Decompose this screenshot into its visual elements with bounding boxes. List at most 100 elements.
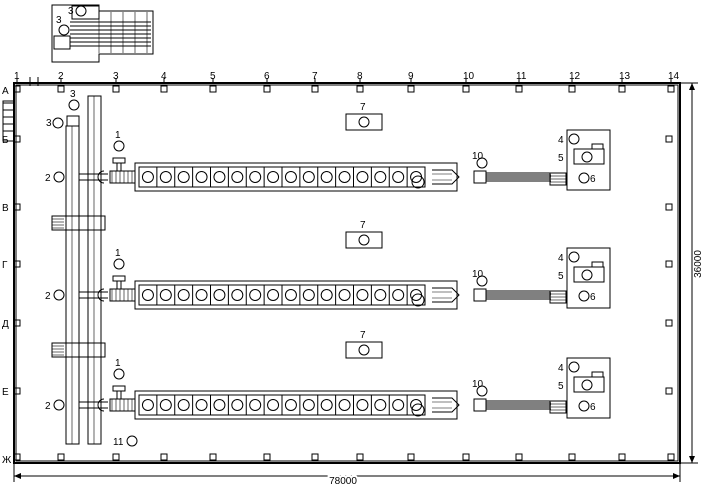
row-label-Е: Е <box>2 387 9 398</box>
line-conveyor <box>134 390 458 420</box>
trunk-hopper <box>66 115 80 127</box>
conveyor-end-chute <box>432 169 460 185</box>
end-unit <box>566 247 611 309</box>
trunk-belt-left <box>65 125 80 445</box>
column-top-1 <box>13 85 21 93</box>
column-top-3 <box>112 85 120 93</box>
column-label-8: 8 <box>357 71 363 82</box>
column-label-9: 9 <box>408 71 414 82</box>
trunk-circle-3-top <box>68 99 80 111</box>
length-arrow-right <box>673 473 680 479</box>
conveyor-cell-circle <box>338 399 351 411</box>
end-unit-cap <box>591 261 604 268</box>
station-label-2: 2 <box>45 401 51 412</box>
row-left-Г <box>13 260 21 268</box>
column-top-2 <box>57 85 65 93</box>
conveyor-end-circle <box>411 293 425 307</box>
station-label-5: 5 <box>558 271 564 282</box>
conveyor-end-chute <box>432 397 460 413</box>
station-label-10: 10 <box>472 151 484 162</box>
column-bottom-10 <box>462 453 470 461</box>
row-right-Е <box>665 387 673 395</box>
conveyor-cell-circle <box>141 171 154 183</box>
conveyor-cell-circle <box>284 289 297 301</box>
column-label-1: 1 <box>14 71 20 82</box>
outer-wall <box>13 82 681 464</box>
station-circle-5 <box>581 151 593 163</box>
row-left-Д <box>13 319 21 327</box>
station-10-box <box>473 398 487 412</box>
column-top-9 <box>407 85 415 93</box>
end-unit-cap <box>591 371 604 378</box>
column-top-6 <box>263 85 271 93</box>
station-10-box <box>473 288 487 302</box>
inset-circle-mid <box>58 24 70 36</box>
column-bottom-4 <box>160 453 168 461</box>
conveyor-cell-circle <box>177 171 190 183</box>
inset-label-3-top: 3 <box>68 6 74 17</box>
station-label-7: 7 <box>360 330 366 341</box>
column-bottom-5 <box>209 453 217 461</box>
trunk-circle-3-left <box>52 117 64 129</box>
column-top-13 <box>618 85 626 93</box>
station-label-10: 10 <box>472 379 484 390</box>
inner-wall <box>15 84 679 462</box>
station-circle-4 <box>568 133 580 145</box>
conveyor-cell-circle <box>267 171 280 183</box>
conveyor-cell-circle <box>213 289 226 301</box>
row-left-Е <box>13 387 21 395</box>
feeder-drive <box>97 288 105 302</box>
column-top-5 <box>209 85 217 93</box>
station-circle-2 <box>53 289 65 301</box>
row-label-Д: Д <box>2 319 9 330</box>
conveyor-cell-circle <box>231 171 244 183</box>
station-circle-6 <box>578 172 590 184</box>
row-label-Г: Г <box>2 260 8 271</box>
column-label-14: 14 <box>668 71 680 82</box>
station-1-stem <box>116 280 122 290</box>
station-label-2: 2 <box>45 291 51 302</box>
conveyor-cell-circle <box>338 289 351 301</box>
row-right-Г <box>665 260 673 268</box>
conveyor-cell-circle <box>213 171 226 183</box>
row-left-Б <box>13 135 21 143</box>
conveyor-cell-circle <box>213 399 226 411</box>
line-conveyor <box>134 162 458 192</box>
station-1-stem <box>116 390 122 400</box>
width-arrow-bottom <box>689 456 695 463</box>
station-label-6: 6 <box>590 292 596 303</box>
station-label-5: 5 <box>558 153 564 164</box>
conveyor-cell-circle <box>249 171 262 183</box>
conveyor-end-circle <box>411 403 425 417</box>
conveyor-cell-circle <box>356 171 369 183</box>
station-1-cap <box>112 275 126 282</box>
end-unit-machine <box>573 148 605 165</box>
conveyor-cell-circle <box>177 399 190 411</box>
column-top-11 <box>515 85 523 93</box>
feeder-drive <box>97 170 105 184</box>
feeder-drive <box>97 398 105 412</box>
entrance-block <box>2 100 15 142</box>
conveyor-cell-circle <box>141 289 154 301</box>
column-top-12 <box>568 85 576 93</box>
column-label-7: 7 <box>312 71 318 82</box>
station-label-4: 4 <box>558 363 564 374</box>
conveyor-cell-circle <box>159 289 172 301</box>
conveyor-cell-circle <box>195 399 208 411</box>
conveyor-cell-circle <box>249 289 262 301</box>
conveyor-end-chute <box>432 287 460 303</box>
end-unit-cap <box>591 143 604 150</box>
conveyor-cell-circle <box>177 289 190 301</box>
dimension-width-label: 36000 <box>693 250 703 278</box>
conveyor-cell-circle <box>374 399 387 411</box>
station-circle-5 <box>581 379 593 391</box>
column-bottom-11 <box>515 453 523 461</box>
row-right-Д <box>665 319 673 327</box>
station-label-1: 1 <box>115 358 121 369</box>
column-top-4 <box>160 85 168 93</box>
column-label-13: 13 <box>619 71 631 82</box>
